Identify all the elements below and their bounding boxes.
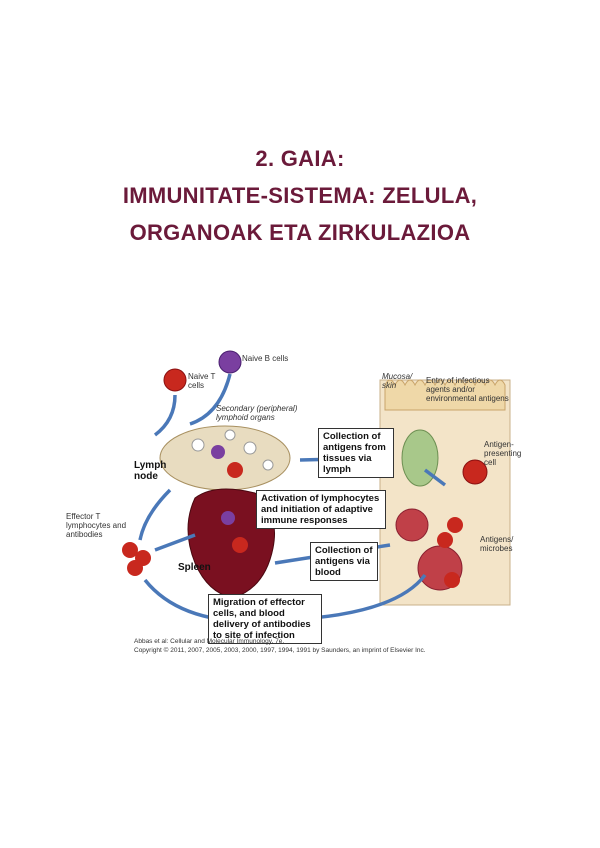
title-line-2: IMMUNITATE-SISTEMA: ZELULA, [122, 183, 478, 208]
blood-vessel-upper [395, 508, 429, 542]
effector-cells [122, 542, 151, 576]
title-line-3: ORGANOAK ETA ZIRKULAZIOA [129, 220, 471, 245]
title-line-1: 2. GAIA: [255, 146, 345, 171]
box-activation: Activation of lymphocytes and initiation… [256, 490, 386, 529]
label-entry: Entry of infectious agents and/or enviro… [426, 376, 509, 403]
mucosa-epithelium [384, 379, 506, 411]
naive-t-cell [163, 368, 187, 392]
spleen-t-cell [232, 537, 248, 553]
label-spleen: Spleen [178, 562, 211, 573]
label-antigens: Antigens/ microbes [480, 535, 514, 553]
box-collection-lymph: Collection of antigens from tissues via … [318, 428, 394, 478]
tissue-effector-cells [437, 517, 463, 588]
apc-cell [462, 459, 488, 485]
spleen-organ [187, 488, 276, 599]
lymph-node-b-cell [211, 445, 225, 459]
naive-b-cell [218, 350, 242, 374]
label-naive-b: Naive B cells [242, 354, 289, 363]
label-secondary-organs: Secondary (peripheral) lymphoid organs [216, 404, 298, 422]
label-lymph-node: Lymph node [134, 460, 167, 482]
label-apc: Antigen-presenting cell [484, 440, 522, 467]
caption-line-2: Copyright © 2011, 2007, 2005, 2003, 2000… [134, 647, 426, 654]
label-naive-t: Naive T cells [188, 372, 216, 390]
figure-illustration [122, 350, 511, 624]
label-effector: Effector T lymphocytes and antibodies [66, 512, 127, 539]
caption-line-1: Abbas et al: Cellular and Molecular Immu… [134, 638, 285, 645]
label-mucosa: Mucosa/ skin [382, 372, 413, 390]
box-migration: Migration of effector cells, and blood d… [208, 594, 322, 644]
spleen-b-cell [221, 511, 235, 525]
lymph-node-t-cell [227, 462, 243, 478]
box-collection-blood: Collection of antigens via blood [310, 542, 378, 581]
immune-system-figure: Naive B cells Naive T cells Secondary (p… [66, 340, 521, 660]
